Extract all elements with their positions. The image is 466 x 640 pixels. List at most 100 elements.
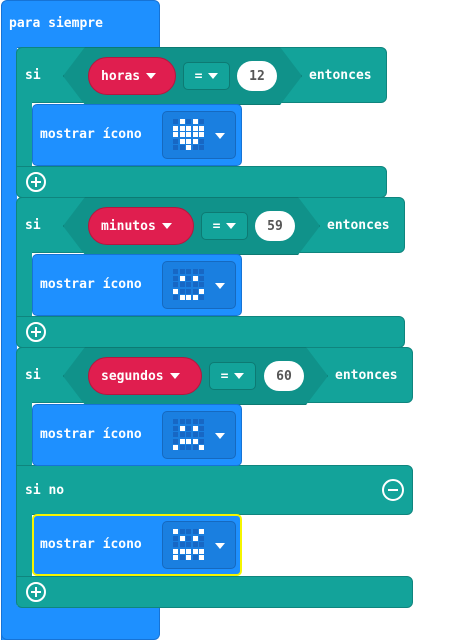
chevron-down-icon	[234, 373, 245, 379]
led-pixel	[186, 132, 191, 137]
variable-label: segundos	[101, 368, 164, 384]
led-pixel	[186, 542, 191, 547]
variable-segundos-dropdown[interactable]: segundos	[88, 357, 202, 395]
icon-dropdown[interactable]	[162, 521, 236, 569]
led-pixel	[173, 445, 178, 450]
icon-dropdown[interactable]	[162, 111, 236, 159]
if-block-2-spine	[16, 252, 32, 318]
led-pixel	[179, 445, 185, 450]
led-pixel	[173, 119, 178, 124]
icon-dropdown[interactable]	[162, 411, 236, 459]
led-pixel	[173, 419, 178, 424]
led-pixel	[186, 145, 191, 150]
show-icon-label: mostrar ícono	[40, 427, 142, 442]
led-pixel	[186, 119, 191, 124]
operator-dropdown[interactable]: =	[201, 212, 248, 240]
led-pixel	[192, 535, 198, 541]
led-pixel	[179, 425, 185, 431]
value-input[interactable]: 60	[264, 361, 304, 391]
forever-label: para siempre	[9, 16, 103, 31]
led-pixel	[199, 425, 204, 431]
operator-label: =	[212, 218, 221, 234]
led-pixel	[173, 145, 178, 150]
else-spine	[16, 512, 32, 580]
led-pixel	[179, 555, 185, 560]
led-pixel	[179, 132, 185, 137]
icon-dropdown[interactable]	[162, 261, 236, 309]
forever-foot	[1, 606, 160, 640]
led-pixel	[192, 145, 198, 150]
forever-spine	[1, 40, 17, 640]
led-pixel	[199, 132, 204, 137]
variable-minutos-dropdown[interactable]: minutos	[88, 207, 194, 245]
led-pixel	[173, 138, 178, 144]
led-pixel	[179, 282, 185, 287]
remove-else-button[interactable]	[382, 479, 404, 501]
forever-block[interactable]	[1, 0, 160, 48]
led-pixel	[186, 288, 191, 294]
led-pixel	[173, 542, 178, 547]
led-pixel	[192, 425, 198, 431]
led-pixel	[179, 542, 185, 547]
led-pixel	[192, 555, 198, 560]
chevron-down-icon	[215, 433, 225, 439]
operator-dropdown[interactable]: =	[183, 62, 230, 90]
chevron-down-icon	[215, 283, 225, 289]
operator-dropdown[interactable]: =	[209, 362, 256, 390]
led-pixel	[186, 419, 191, 424]
led-pixel	[179, 548, 185, 554]
led-pixel	[173, 529, 178, 534]
then-label: entonces	[327, 218, 390, 233]
led-pixel	[173, 269, 178, 274]
add-else-button[interactable]	[26, 582, 46, 602]
led-pixel	[186, 425, 191, 431]
led-pixel	[186, 269, 191, 274]
led-pixel	[192, 119, 198, 124]
value-input[interactable]: 59	[255, 211, 295, 241]
led-pixel	[186, 555, 191, 560]
led-pixel	[192, 438, 198, 444]
sad-face-icon	[173, 419, 205, 451]
led-pixel	[186, 438, 191, 444]
led-pixel	[199, 529, 204, 534]
if-label: si	[25, 368, 41, 383]
led-pixel	[192, 295, 198, 300]
led-pixel	[173, 425, 178, 431]
led-pixel	[179, 295, 185, 300]
led-pixel	[199, 555, 204, 560]
add-else-button[interactable]	[26, 172, 46, 192]
value-input[interactable]: 12	[237, 61, 277, 91]
led-pixel	[199, 438, 204, 444]
led-pixel	[179, 529, 185, 534]
led-pixel	[173, 125, 178, 131]
led-pixel	[199, 548, 204, 554]
led-pixel	[186, 445, 191, 450]
led-pixel	[186, 529, 191, 534]
led-pixel	[192, 288, 198, 294]
led-pixel	[173, 132, 178, 137]
led-pixel	[173, 535, 178, 541]
led-pixel	[179, 125, 185, 131]
add-else-button[interactable]	[26, 322, 46, 342]
if-block-2-foot	[16, 316, 405, 348]
led-pixel	[173, 438, 178, 444]
then-label: entonces	[309, 68, 372, 83]
led-pixel	[186, 282, 191, 287]
happy-face-icon	[173, 269, 205, 301]
led-pixel	[199, 445, 204, 450]
led-pixel	[192, 275, 198, 281]
led-pixel	[199, 432, 204, 437]
led-pixel	[199, 275, 204, 281]
led-pixel	[179, 419, 185, 424]
if-block-3-spine	[16, 402, 32, 468]
show-icon-label: mostrar ícono	[40, 537, 142, 552]
else-bar	[16, 465, 413, 515]
variable-horas-dropdown[interactable]: horas	[88, 57, 176, 95]
operator-label: =	[220, 368, 229, 384]
led-pixel	[192, 125, 198, 131]
led-pixel	[199, 282, 204, 287]
led-pixel	[199, 535, 204, 541]
led-pixel	[179, 275, 185, 281]
show-icon-label: mostrar ícono	[40, 127, 142, 142]
led-pixel	[186, 548, 191, 554]
